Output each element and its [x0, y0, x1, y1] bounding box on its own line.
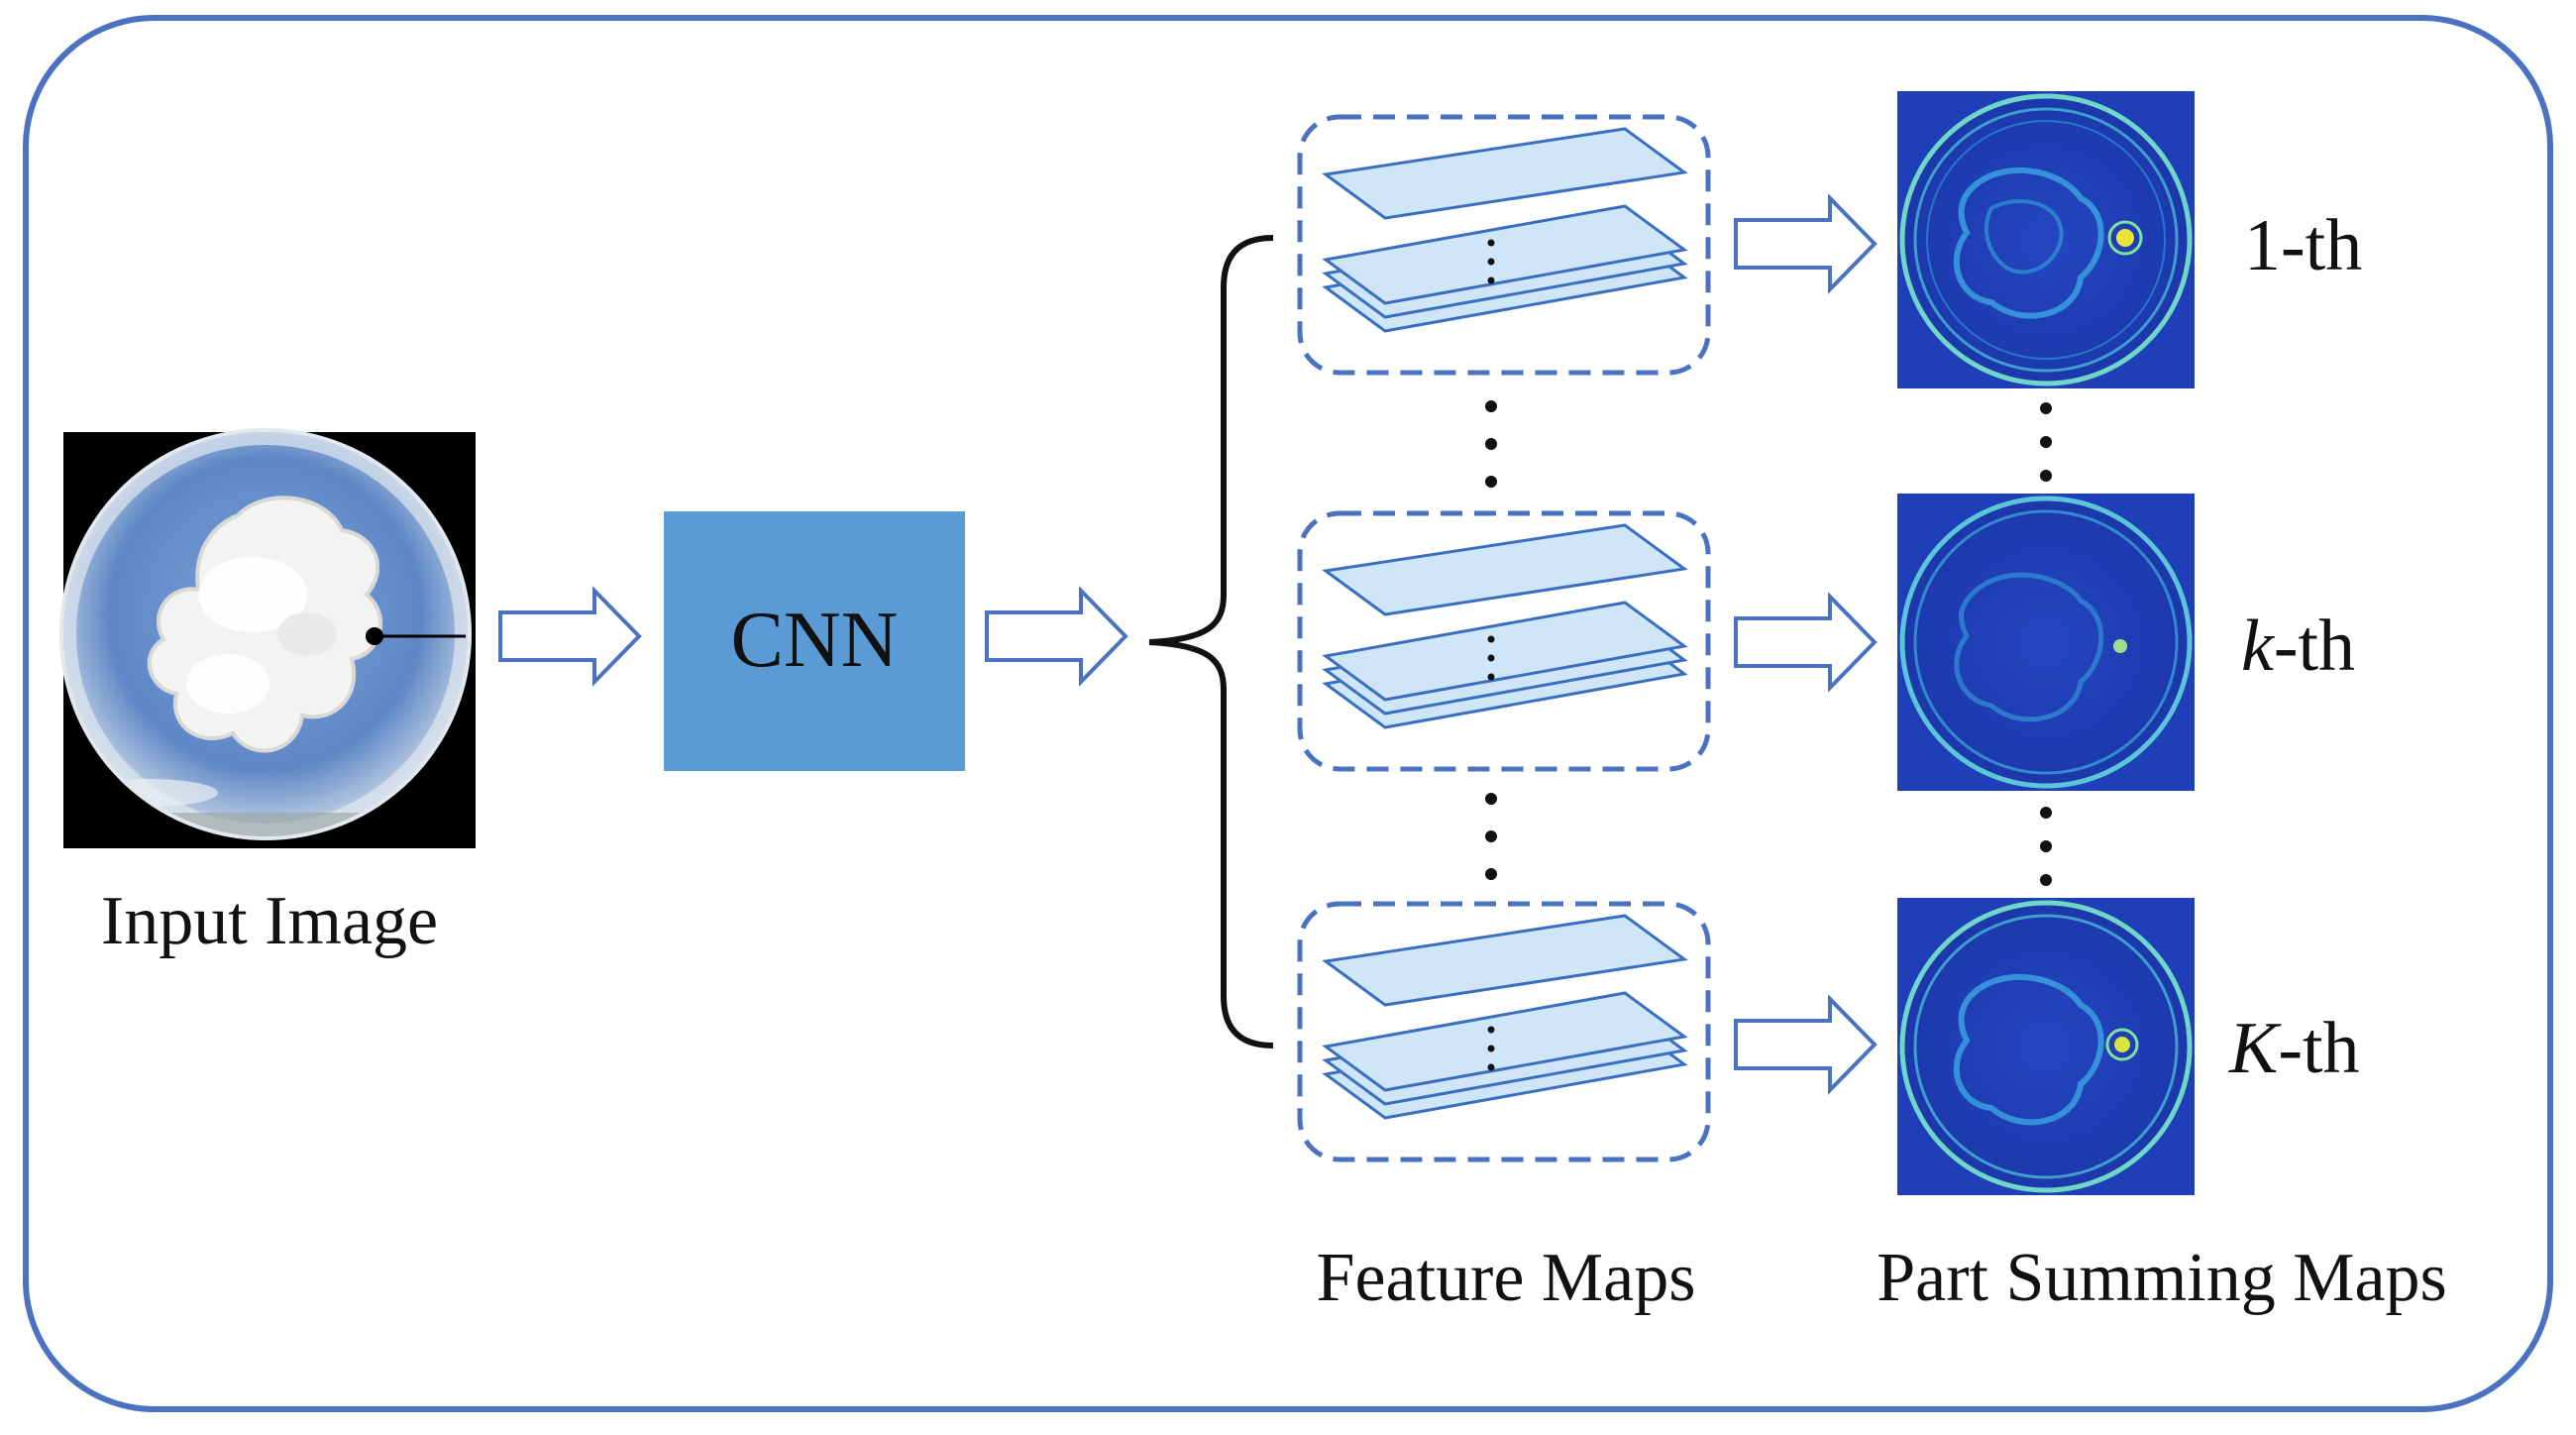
part-summing-maps-label: Part Summing Maps: [1877, 1240, 2447, 1316]
input-image-label: Input Image: [101, 883, 438, 959]
feature-map-group-3: [1297, 901, 1711, 1162]
part-summing-map-1: [1897, 91, 2195, 388]
arrow-right-icon: [1734, 592, 1878, 693]
part-summing-map-3: [1897, 898, 2195, 1195]
arrow-right-icon: [1734, 193, 1878, 294]
row-label-2: k-th: [2241, 606, 2355, 687]
feature-map-group-1: [1297, 114, 1711, 376]
arrow-right-icon: [498, 586, 642, 687]
vertical-ellipsis-icon: [1485, 400, 1497, 880]
input-image: [59, 428, 476, 848]
arrow-right-icon: [985, 586, 1128, 687]
feature-map-group-2: [1297, 510, 1711, 772]
cnn-block: [664, 511, 965, 771]
curly-brace-icon: [1148, 235, 1274, 1049]
cnn-label: CNN: [731, 597, 899, 684]
row-label-1: 1-th: [2244, 205, 2362, 286]
vertical-ellipsis-icon: [2040, 402, 2052, 886]
feature-maps-label: Feature Maps: [1317, 1240, 1696, 1316]
arrow-right-icon: [1734, 994, 1878, 1095]
part-summing-map-2: [1897, 494, 2195, 791]
row-label-3: K-th: [2228, 1008, 2360, 1089]
